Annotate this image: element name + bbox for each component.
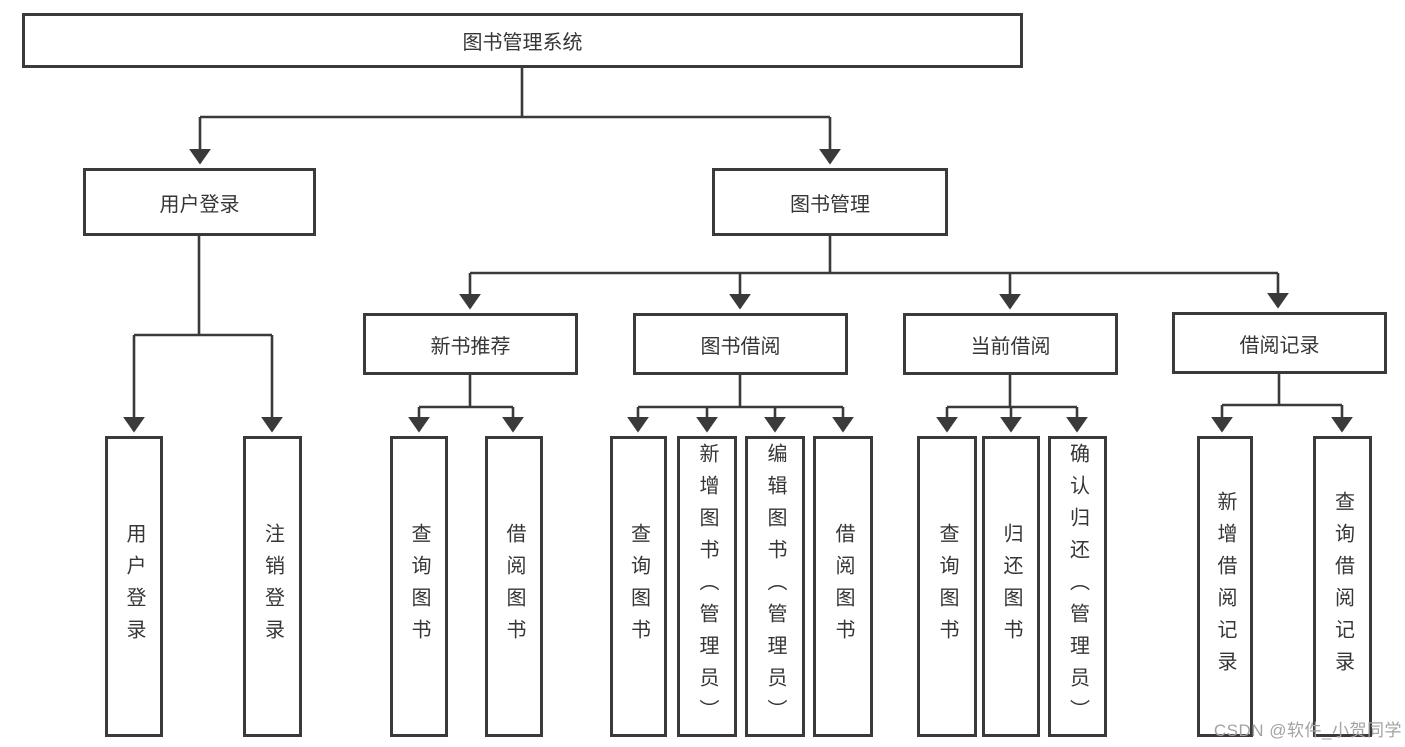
node-system-root: 图书管理系统 [22,13,1023,68]
node-book-management: 图书管理 [712,168,948,236]
node-leaf-borrow-books-recommend: 借阅图书 [485,436,543,737]
node-leaf-user-login: 用户登录 [105,436,163,737]
node-leaf-logout: 注销登录 [243,436,302,737]
node-book-borrowing: 图书借阅 [633,313,848,375]
node-leaf-query-borrow-record: 查询借阅记录 [1313,436,1372,737]
node-current-borrowing: 当前借阅 [903,313,1118,375]
node-leaf-query-books-recommend: 查询图书 [390,436,448,737]
node-leaf-edit-books-admin: 编辑图书（管理员） [745,436,805,737]
node-leaf-add-borrow-record: 新增借阅记录 [1197,436,1253,737]
csdn-watermark: CSDN @软件_小贺同学 [1213,721,1402,740]
node-leaf-borrow-books: 借阅图书 [813,436,873,737]
node-new-book-recommend: 新书推荐 [363,313,578,375]
node-leaf-confirm-return-admin: 确认归还（管理员） [1048,436,1107,737]
node-leaf-return-books: 归还图书 [982,436,1040,737]
node-borrowing-records: 借阅记录 [1172,312,1387,374]
node-user-login: 用户登录 [83,168,316,236]
node-leaf-query-books-current: 查询图书 [917,436,977,737]
node-leaf-add-books-admin: 新增图书（管理员） [677,436,737,737]
node-leaf-query-books-borrowing: 查询图书 [610,436,667,737]
